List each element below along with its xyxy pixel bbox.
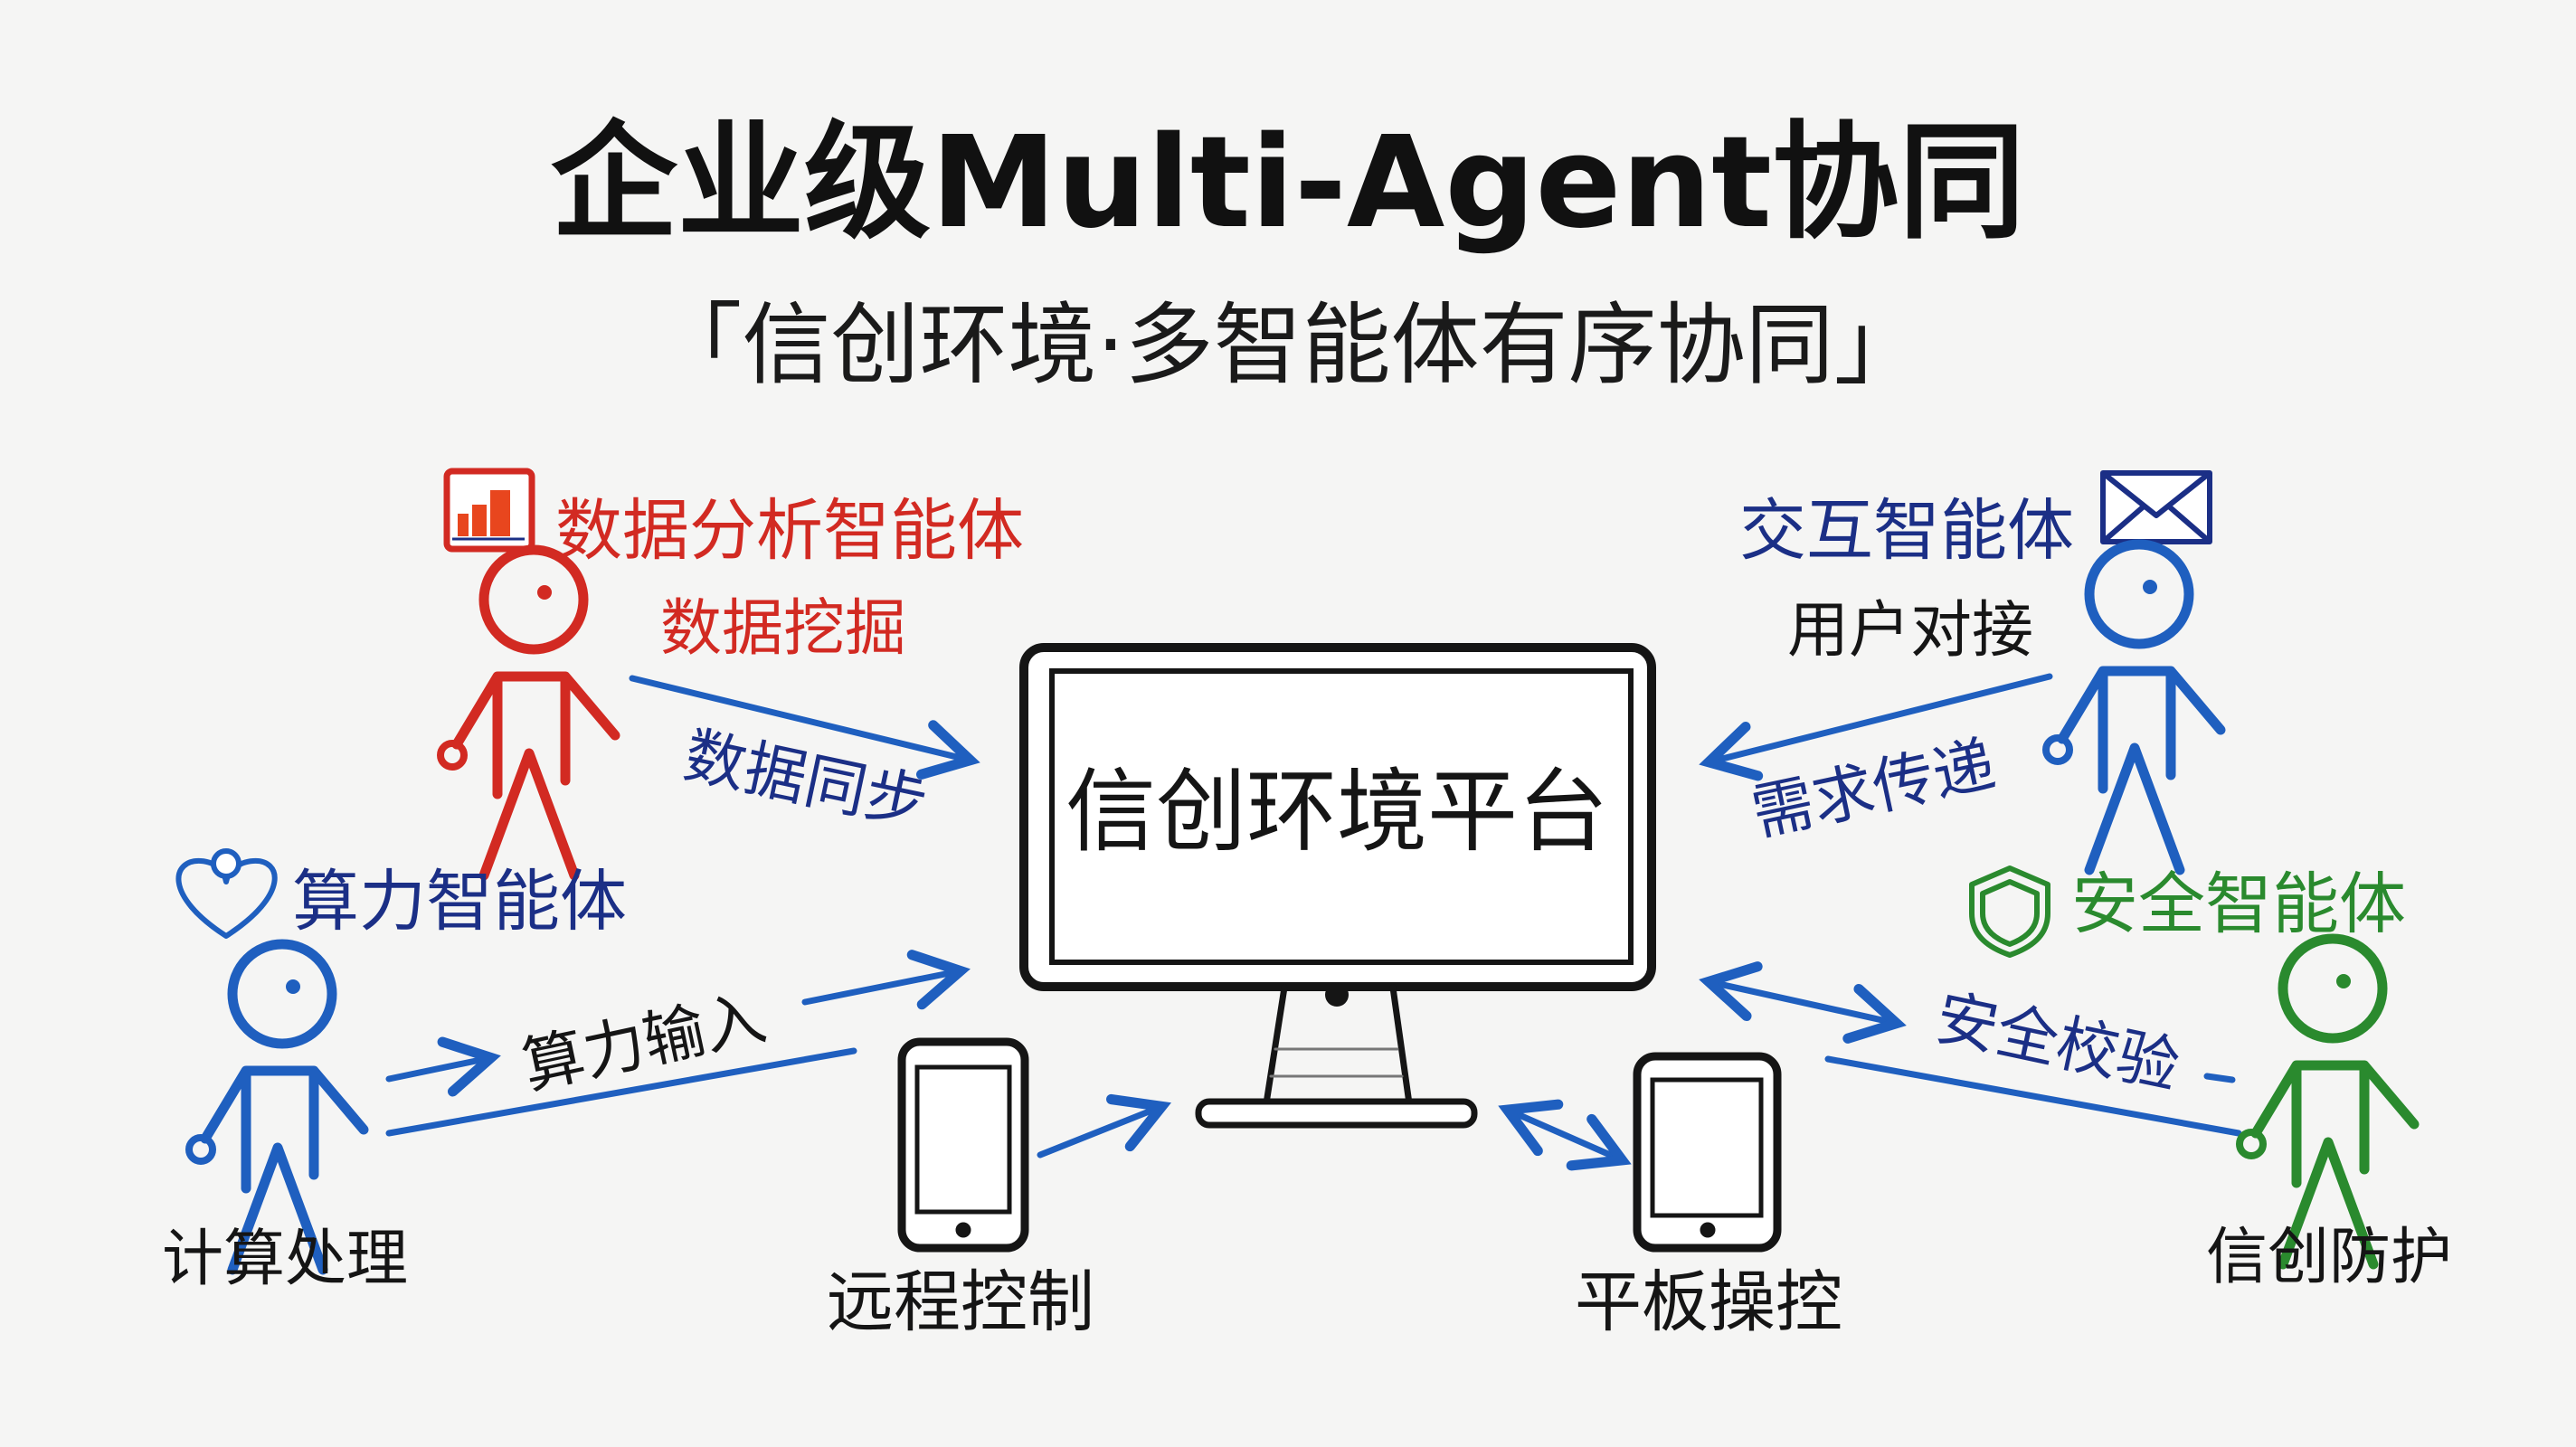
dash-security [2203, 1073, 2236, 1083]
data-analysis-task: 数据挖掘 [660, 593, 906, 665]
compute-agent-figure [189, 944, 364, 1270]
phone-icon [897, 1037, 1029, 1253]
tablet-label: 平板操控 [1575, 1263, 1842, 1341]
platform-label: 信创环境平台 [1065, 759, 1608, 865]
arrow-data-sync [629, 675, 980, 780]
monitor-icon [1019, 643, 1656, 1129]
security-agent-name: 安全智能体 [2071, 865, 2406, 943]
bar-chart-icon [443, 468, 535, 553]
compute-agent-name: 算力智能体 [292, 863, 627, 941]
heart-icon [175, 848, 278, 939]
arrow-demand [1699, 673, 2053, 781]
line-security [1824, 1055, 2242, 1137]
tablet-icon [1633, 1052, 1782, 1253]
interaction-task: 用户对接 [1787, 595, 2033, 667]
envelope-icon [2100, 470, 2212, 544]
arrow-security [1699, 961, 1907, 1044]
arrow-compute-short [385, 1036, 501, 1097]
page-title: 企业级Multi-Agent协同 [551, 109, 2025, 257]
security-agent-figure [2240, 939, 2414, 1264]
data-analysis-agent-figure [440, 550, 615, 875]
data-sync-label: 数据同步 [677, 720, 933, 841]
interaction-agent-name: 交互智能体 [1739, 492, 2074, 570]
compute-task: 计算处理 [162, 1224, 408, 1295]
interaction-agent-figure [2046, 544, 2221, 870]
data-analysis-agent-name: 数据分析智能体 [555, 492, 1024, 570]
shield-icon [1969, 865, 2050, 958]
demand-transfer-label: 需求传递 [1746, 729, 2001, 850]
arrow-compute-input [801, 950, 971, 1010]
page-subtitle: 「信创环境·多智能体有序协同」 [653, 294, 1922, 397]
phone-label: 远程控制 [827, 1263, 1094, 1341]
arrow-tablet [1498, 1099, 1632, 1171]
security-task: 信创防护 [2206, 1222, 2452, 1293]
line-compute [385, 1047, 857, 1137]
arrow-phone [1037, 1093, 1171, 1159]
